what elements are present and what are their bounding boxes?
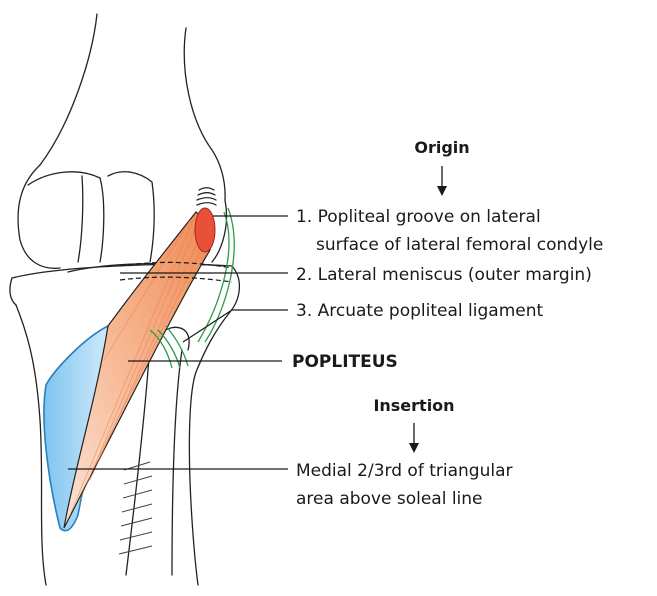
origin-item-1-line-2: surface of lateral femoral condyle	[316, 235, 603, 255]
interosseous-hatching	[119, 462, 152, 554]
origin-oval	[195, 208, 215, 252]
insertion-heading: Insertion	[373, 396, 454, 415]
origin-heading: Origin	[414, 138, 469, 157]
origin-arrow-icon	[437, 166, 447, 196]
insertion-arrow-icon	[409, 423, 419, 453]
origin-item-1-line-1: 1. Popliteal groove on lateral	[296, 207, 541, 227]
groove-arcs	[197, 188, 216, 205]
origin-item-2: 2. Lateral meniscus (outer margin)	[296, 265, 592, 285]
leader-origin-3	[183, 310, 288, 342]
origin-item-3: 3. Arcuate popliteal ligament	[296, 301, 543, 321]
insertion-line-2: area above soleal line	[296, 489, 483, 509]
muscle-name: POPLITEUS	[292, 352, 398, 372]
insertion-line-1: Medial 2/3rd of triangular	[296, 461, 512, 481]
